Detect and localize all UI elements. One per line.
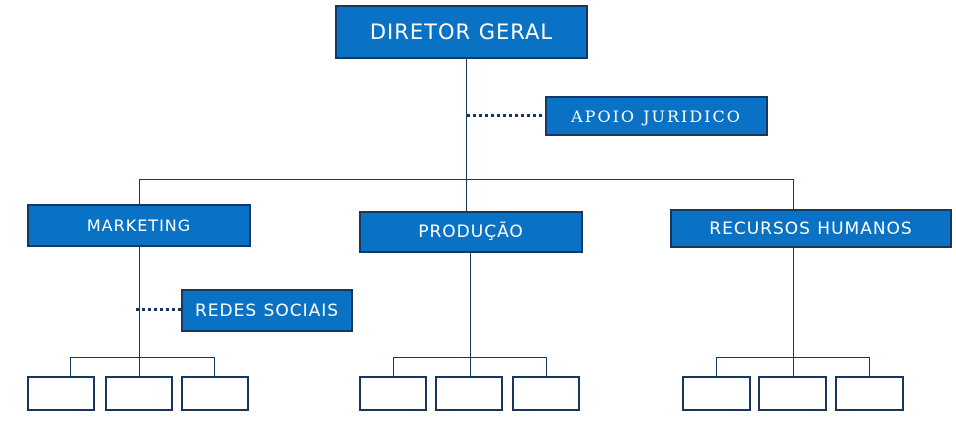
connector-producao-child-stub-1	[393, 357, 394, 376]
connector-producao-child-stub-3	[546, 357, 547, 376]
connector-marketing-child-stub-3	[214, 357, 215, 376]
empty-child-node-recursos-humanos-1	[682, 376, 751, 411]
connector-recursos-humanos-child-stub-1	[716, 357, 717, 376]
connector-marketing-children-horizontal	[70, 357, 215, 358]
node-recursos-humanos: RECURSOS HUMANOS	[670, 209, 952, 248]
node-diretor-geral-label: DIRETOR GERAL	[369, 20, 554, 44]
node-redes-sociais: REDES SOCIAIS	[181, 289, 353, 332]
node-marketing: MARKETING	[27, 204, 251, 247]
connector-recursos-humanos-child-stub-2	[793, 357, 794, 376]
connector-recursos-humanos-vertical	[793, 248, 794, 357]
node-diretor-geral: DIRETOR GERAL	[335, 5, 588, 59]
node-apoio-juridico-label: APOIO JURIDICO	[571, 106, 742, 126]
node-marketing-label: MARKETING	[86, 216, 192, 235]
connector-marketing-child-stub-1	[70, 357, 71, 376]
connector-dotted-redes-sociais	[136, 308, 181, 311]
connector-departments-horizontal	[139, 179, 794, 180]
connector-producao-child-stub-2	[470, 357, 471, 376]
connector-dotted-apoio-juridico	[467, 114, 545, 117]
empty-child-node-producao-2	[435, 376, 503, 411]
empty-child-node-marketing-2	[105, 376, 173, 411]
connector-marketing-vertical	[139, 247, 140, 357]
empty-child-node-marketing-3	[181, 376, 249, 411]
empty-child-node-recursos-humanos-2	[758, 376, 827, 411]
connector-root-trunk	[466, 59, 467, 211]
node-apoio-juridico: APOIO JURIDICO	[545, 96, 768, 136]
node-recursos-humanos-label: RECURSOS HUMANOS	[709, 218, 913, 239]
node-redes-sociais-label: REDES SOCIAIS	[194, 300, 340, 321]
connector-recursos-humanos-top-stub	[793, 179, 794, 209]
empty-child-node-recursos-humanos-3	[835, 376, 904, 411]
empty-child-node-producao-3	[512, 376, 580, 411]
node-producao: PRODUÇÃO	[359, 211, 583, 253]
connector-producao-vertical	[470, 253, 471, 357]
empty-child-node-marketing-1	[27, 376, 95, 411]
empty-child-node-producao-1	[359, 376, 427, 411]
node-producao-label: PRODUÇÃO	[418, 222, 524, 242]
connector-marketing-top-stub	[139, 179, 140, 204]
connector-recursos-humanos-child-stub-3	[869, 357, 870, 376]
connector-marketing-child-stub-2	[139, 357, 140, 376]
